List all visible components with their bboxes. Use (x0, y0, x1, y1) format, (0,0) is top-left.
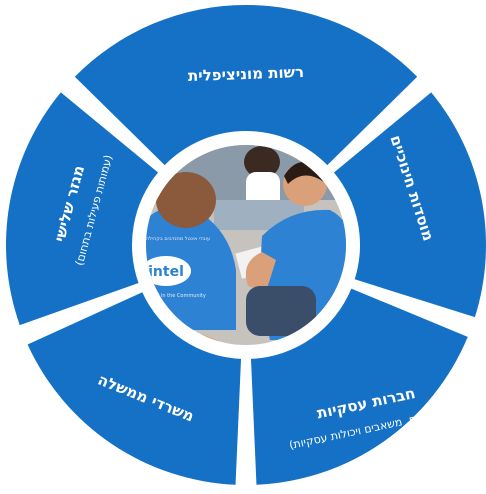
photo-right-volunteer-arm (245, 252, 276, 292)
ring-segment-5 (5, 92, 159, 326)
photo-shirt-hebrew-text: עובדי אינטל מתנדבים בקהילה (146, 236, 210, 242)
ring-segment-4 (27, 292, 242, 485)
segment-label-1: רשות מוניציפלית (188, 63, 305, 85)
ring-segment-2 (333, 92, 486, 318)
photo-shirt-tagline: Involved in the Community (138, 293, 206, 299)
ring-segments (5, 5, 486, 485)
center-photo: intel עובדי אינטל מתנדבים בקהילה Involve… (138, 145, 346, 345)
photo-left-volunteer-hair (156, 172, 216, 228)
segment-label-group-1: רשות מוניציפלית (188, 63, 305, 85)
photo-right-volunteer-jeans (246, 286, 316, 336)
photo-intel-logo-text: intel (148, 264, 184, 280)
photo-intel-logo-oval (146, 256, 191, 286)
ring-segment-3 (250, 288, 468, 485)
ring-segment-1 (74, 5, 418, 166)
photo-child-head (244, 146, 280, 178)
